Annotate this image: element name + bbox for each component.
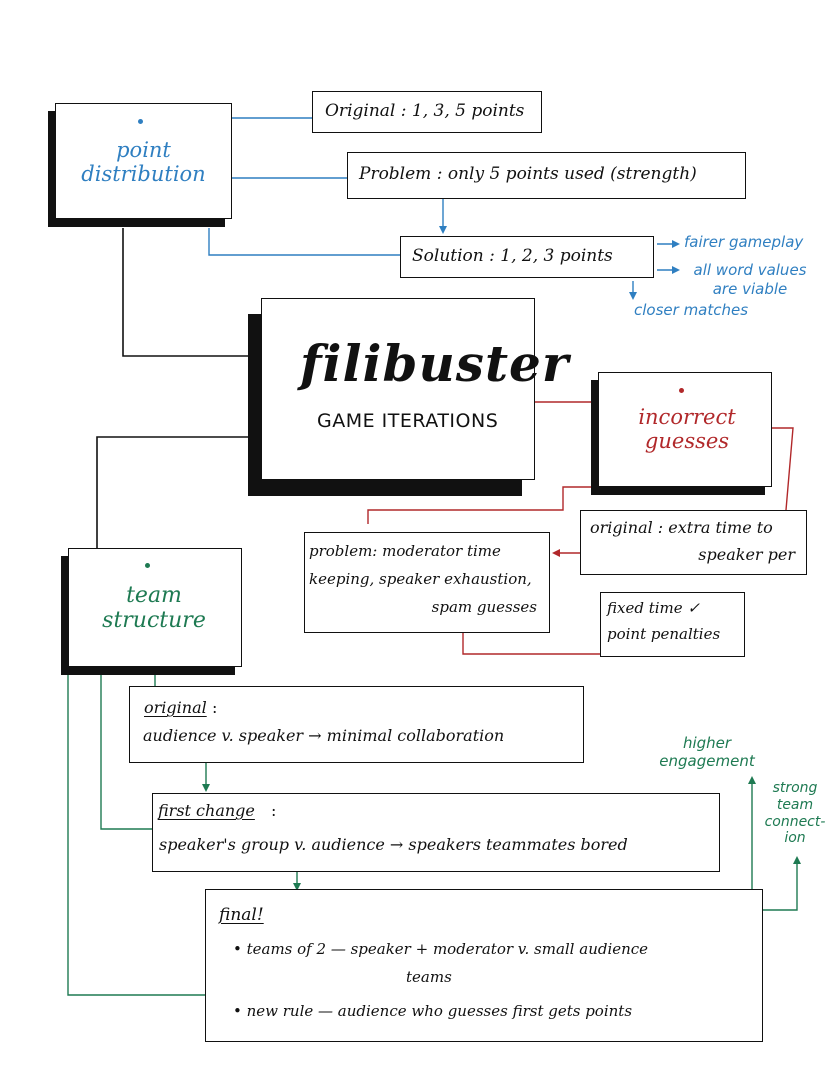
incorrect-fix-line2: point penalties (607, 625, 721, 643)
point-original-text: Original : 1, 3, 5 points (325, 101, 525, 121)
team-original-colon: : (212, 698, 218, 717)
incorrect-original-line2: speaker per (698, 545, 795, 564)
incorrect-original-box: original : extra time to speaker per (580, 510, 807, 575)
benefit-closer-matches: closer matches (634, 301, 749, 319)
title-box: filibuster GAME ITERATIONS (261, 298, 568, 480)
incorrect-original-line1: original : extra time to (590, 518, 773, 537)
point-distribution-heading: point distribution (81, 138, 206, 187)
team-final-bullet2: • new rule — audience who guesses first … (233, 1002, 633, 1020)
point-problem-text: Problem : only 5 points used (strength) (359, 164, 697, 184)
team-final-box: final! • teams of 2 — speaker + moderato… (205, 889, 763, 1042)
sub-title: GAME ITERATIONS (317, 410, 499, 432)
point-solution-box: Solution : 1, 2, 3 points (400, 236, 654, 278)
point-original-box: Original : 1, 3, 5 points (312, 91, 542, 133)
team-first-change-box: first change : speaker's group v. audien… (152, 793, 720, 872)
incorrect-fix-box: fixed time ✓ point penalties (600, 592, 745, 657)
bullet-dot (145, 563, 150, 568)
point-solution-text: Solution : 1, 2, 3 points (412, 246, 613, 266)
team-original-text: audience v. speaker → minimal collaborat… (143, 726, 505, 745)
team-first-change-text: speaker's group v. audience → speakers t… (159, 835, 628, 854)
point-distribution-box: point distribution (55, 103, 232, 219)
incorrect-guesses-lines (367, 401, 794, 655)
team-final-bullet1-cont: teams (406, 968, 452, 986)
outcome-higher-engagement: higher engagement (659, 734, 755, 770)
team-structure-heading: team structure (102, 583, 206, 634)
team-final-bullet1: • teams of 2 — speaker + moderator v. sm… (233, 940, 649, 958)
main-structure-lines (96, 228, 250, 548)
team-first-change-colon: : (271, 801, 277, 820)
benefit-fairer-gameplay: fairer gameplay (684, 233, 804, 251)
bullet-dot (679, 388, 684, 393)
team-structure-box: team structure (68, 548, 242, 667)
incorrect-guesses-heading: incorrect guesses (638, 405, 736, 454)
incorrect-problem-line2: keeping, speaker exhaustion, (309, 570, 532, 588)
benefit-word-values: all word values are viable (693, 261, 807, 298)
incorrect-guesses-box: incorrect guesses (598, 372, 772, 487)
incorrect-problem-line1: problem: moderator time (309, 542, 501, 560)
team-original-box: original : audience v. speaker → minimal… (129, 686, 584, 763)
team-original-label: original (144, 698, 207, 717)
point-problem-box: Problem : only 5 points used (strength) (347, 152, 746, 199)
team-final-label: final! (219, 905, 264, 925)
incorrect-problem-box: problem: moderator time keeping, speaker… (304, 532, 550, 633)
incorrect-fix-line1: fixed time ✓ (607, 599, 700, 617)
main-title: filibuster (300, 334, 570, 393)
team-structure-lines (67, 668, 801, 996)
bullet-dot (138, 119, 143, 124)
team-first-change-label: first change (158, 801, 255, 820)
outcome-strong-team-connection: strong team connect- ion (764, 780, 826, 847)
incorrect-problem-line3: spam guesses (431, 598, 537, 616)
point-distribution-lines (208, 117, 680, 300)
